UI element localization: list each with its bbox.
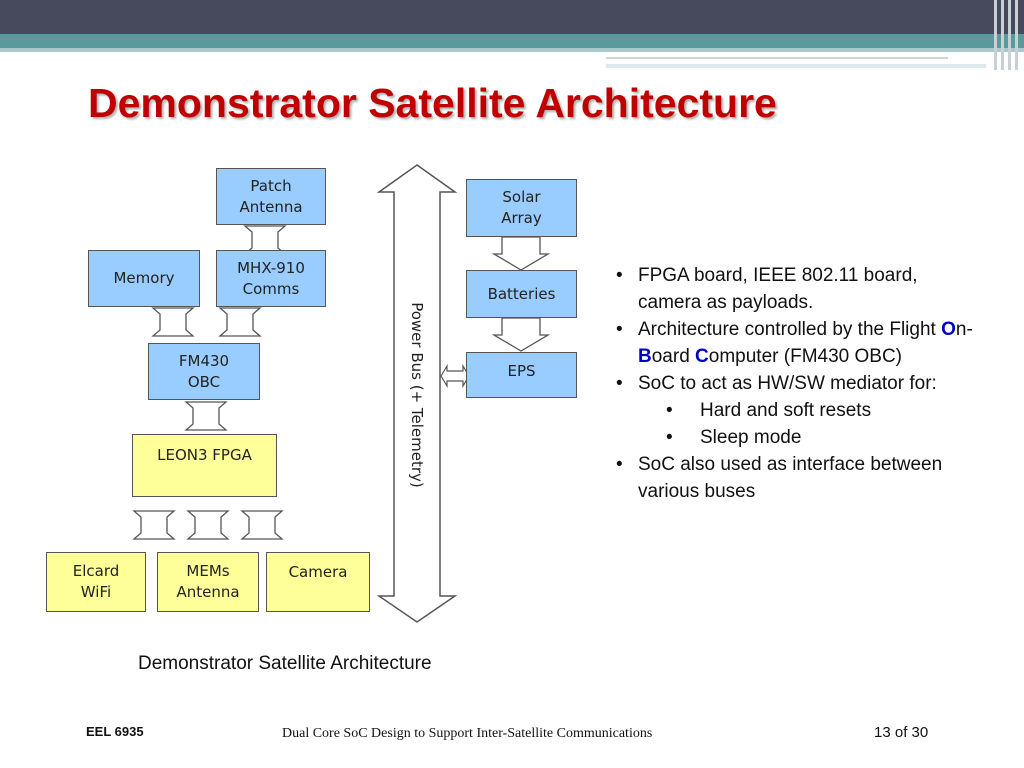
bullet-text: Hard and soft resets (700, 400, 872, 421)
connector-memory-obc (152, 307, 194, 337)
bullet-marker: • (616, 319, 623, 340)
highlight-letter-o: O (941, 319, 956, 340)
connector-fpga-mems (187, 510, 229, 540)
block-memory: Memory (88, 250, 200, 307)
bullet-marker: • (666, 400, 673, 421)
connector-fpga-camera (241, 510, 283, 540)
block-patch-antenna: Patch Antenna (216, 168, 326, 225)
block-leon3-fpga: LEON3 FPGA (132, 434, 277, 497)
sub-bullet-item: • Sleep mode (616, 424, 986, 451)
connector-batteries-eps (491, 317, 551, 352)
connector-eps-bus (440, 363, 470, 389)
block-solar-array: Solar Array (466, 179, 577, 237)
block-mems-antenna: MEMs Antenna (157, 552, 259, 612)
bullet-text-part: omputer (FM430 OBC) (708, 346, 903, 367)
block-elcard-wifi: Elcard WiFi (46, 552, 146, 612)
bullet-text-part: Architecture controlled by the Flight (638, 319, 942, 340)
header-vertical-lines (990, 0, 1024, 70)
bullet-text: SoC also used as interface between vario… (638, 454, 943, 502)
bullet-text-part: n- (955, 319, 973, 340)
header-stripe (0, 34, 1024, 48)
bullet-marker: • (616, 454, 623, 475)
highlight-letter-b: B (638, 346, 652, 367)
bullet-marker: • (616, 265, 623, 286)
sub-bullet-item: • Hard and soft resets (616, 397, 986, 424)
bullet-item: • Architecture controlled by the Flight … (616, 316, 986, 370)
header-accent-line (606, 57, 948, 59)
header-accent-line-2 (606, 64, 986, 68)
footer-course: EEL 6935 (86, 724, 144, 739)
header-thin-stripe (0, 48, 1024, 52)
bullet-item: • SoC to act as HW/SW mediator for: (616, 370, 986, 397)
highlight-letter-c: C (695, 346, 709, 367)
block-eps: EPS (466, 352, 577, 398)
footer-subtitle: Dual Core SoC Design to Support Inter-Sa… (282, 726, 653, 741)
bullet-item: • FPGA board, IEEE 802.11 board, camera … (616, 262, 986, 316)
bullet-marker: • (666, 427, 673, 448)
bullet-text-part: oard (651, 346, 696, 367)
block-fm430-obc: FM430 OBC (148, 343, 260, 400)
bullet-list: • FPGA board, IEEE 802.11 board, camera … (616, 262, 986, 505)
power-bus-label: Power Bus (+ Telemetry) (408, 302, 426, 488)
bullet-text: SoC to act as HW/SW mediator for: (638, 373, 937, 394)
slide-title: Demonstrator Satellite Architecture (88, 80, 777, 126)
footer-page-number: 13 of 30 (874, 724, 929, 741)
bullet-text: FPGA board, IEEE 802.11 board, camera as… (638, 265, 918, 313)
header-bar (0, 0, 1024, 34)
bullet-item: • SoC also used as interface between var… (616, 451, 986, 505)
bullet-text: Sleep mode (700, 427, 802, 448)
connector-obc-fpga (185, 401, 227, 431)
block-batteries: Batteries (466, 270, 577, 318)
block-mhx-comms: MHX-910 Comms (216, 250, 326, 307)
connector-comms-obc (219, 307, 261, 337)
bullet-marker: • (616, 373, 623, 394)
connector-fpga-wifi (133, 510, 175, 540)
figure-caption: Demonstrator Satellite Architecture (138, 653, 432, 674)
block-camera: Camera (266, 552, 370, 612)
connector-solar-batteries (491, 236, 551, 271)
